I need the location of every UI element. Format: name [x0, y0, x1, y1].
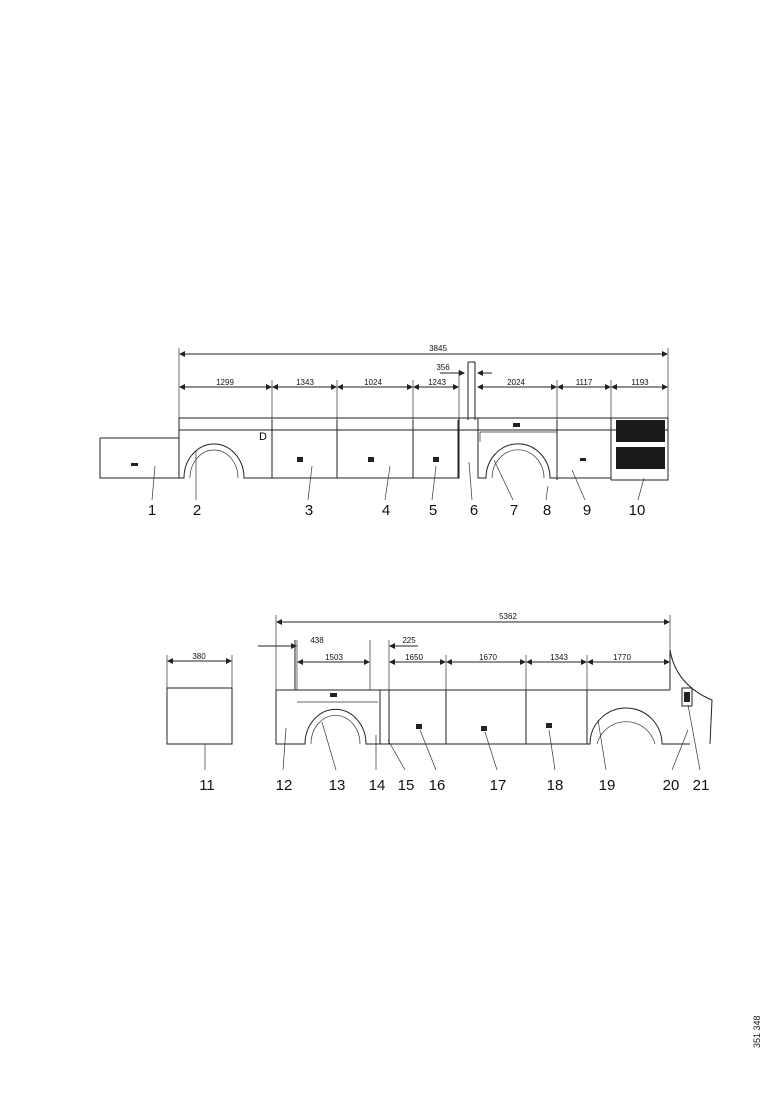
callout-1: 1 — [148, 502, 156, 519]
callout-7: 7 — [510, 502, 518, 519]
dim-lower-4: 1343 — [550, 653, 568, 662]
dim-2: 1343 — [296, 378, 314, 387]
document-id: 351 348 — [752, 1015, 762, 1048]
dim-overall-lower: 5362 — [499, 612, 517, 621]
dim-lower-2: 1650 — [405, 653, 423, 662]
svg-text:D: D — [259, 431, 267, 443]
dim-lower-1: 1503 — [325, 653, 343, 662]
dim-3: 1024 — [364, 378, 382, 387]
callout-13: 13 — [329, 777, 346, 794]
callout-20: 20 — [663, 777, 680, 794]
dim-1: 1299 — [216, 378, 234, 387]
callout-6: 6 — [470, 502, 478, 519]
callout-12: 12 — [276, 777, 293, 794]
louvre-upper — [616, 420, 665, 442]
dim-4: 1243 — [428, 378, 446, 387]
dim-left: 438 — [310, 636, 324, 645]
upper-body-outline — [178, 417, 669, 481]
callout-21: 21 — [693, 777, 710, 794]
callout-3: 3 — [305, 502, 313, 519]
dim-loose-panel: 380 — [192, 652, 206, 661]
dim-lower-3: 1670 — [479, 653, 497, 662]
callout-11: 11 — [199, 777, 215, 794]
dim-7: 1193 — [631, 378, 649, 387]
dim-lower-5: 1770 — [613, 653, 631, 662]
callout-4: 4 — [382, 502, 390, 519]
callout-14: 14 — [369, 777, 386, 794]
upper-diagram: 3845 1299 1343 1024 1243 2024 1117 1193 … — [99, 344, 669, 519]
callout-18: 18 — [547, 777, 564, 794]
callout-2: 2 — [193, 502, 201, 519]
dim-gap: 356 — [436, 363, 450, 372]
callout-10: 10 — [629, 502, 646, 519]
callout-16: 16 — [429, 777, 446, 794]
callout-17: 17 — [490, 777, 507, 794]
louvre-lower — [616, 447, 665, 469]
lower-body-outline — [275, 649, 713, 745]
callout-5: 5 — [429, 502, 437, 519]
callout-8: 8 — [543, 502, 551, 519]
dim-overall: 3845 — [429, 344, 447, 353]
loose-panel — [166, 687, 233, 745]
callout-9: 9 — [583, 502, 591, 519]
dim-5: 2024 — [507, 378, 525, 387]
callout-15: 15 — [398, 777, 415, 794]
callout-19: 19 — [599, 777, 616, 794]
dim-gap-lower: 225 — [402, 636, 416, 645]
lower-diagram: 380 5362 438 225 1503 1650 1670 1343 177… — [166, 612, 713, 794]
dim-6: 1117 — [576, 378, 593, 387]
